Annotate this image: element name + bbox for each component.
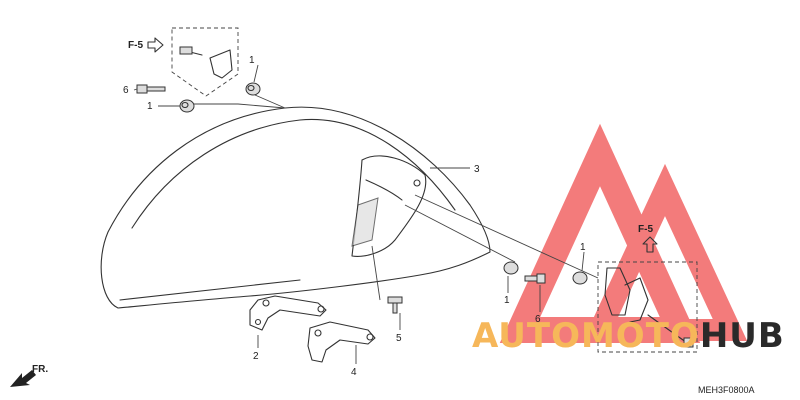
callout-5: 5 bbox=[396, 333, 402, 344]
ref-box-right bbox=[597, 261, 698, 353]
front-marker: FR. bbox=[32, 364, 48, 375]
watermark-text: AUTOMOTOHUB bbox=[472, 316, 785, 356]
front-arrow-icon bbox=[10, 370, 36, 387]
callout-1d: 1 bbox=[580, 242, 586, 253]
automotohub-logo-icon bbox=[499, 123, 748, 343]
watermark-text-hub: HUB bbox=[700, 316, 785, 356]
diagram-code: MEH3F0800A bbox=[698, 385, 755, 395]
ref-box-top bbox=[171, 27, 239, 97]
callout-6b: 6 bbox=[535, 314, 541, 325]
callout-3: 3 bbox=[474, 164, 480, 175]
bracket-2 bbox=[249, 295, 327, 331]
screw-5 bbox=[387, 296, 403, 314]
bolt-6b bbox=[524, 273, 546, 284]
callout-1a: 1 bbox=[249, 55, 255, 66]
watermark-text-auto: AUTOMOTO bbox=[472, 316, 700, 356]
callout-6a: 6 bbox=[123, 85, 129, 96]
front-fender bbox=[100, 106, 491, 309]
callout-1b: 1 bbox=[147, 101, 153, 112]
grommet-1c bbox=[503, 261, 519, 275]
bolt-6a bbox=[136, 84, 166, 94]
leader-lines bbox=[133, 64, 599, 364]
grommet-1d bbox=[572, 271, 588, 285]
ref-f5-top: F-5 bbox=[128, 40, 143, 51]
callout-2: 2 bbox=[253, 351, 259, 362]
callout-4: 4 bbox=[351, 367, 357, 378]
f5-arrow-top-icon bbox=[147, 37, 164, 53]
callout-1c: 1 bbox=[504, 295, 510, 306]
grommet-1a bbox=[245, 82, 261, 96]
f5-arrow-right-icon bbox=[642, 236, 658, 253]
bracket-4 bbox=[307, 321, 376, 363]
ref-f5-right: F-5 bbox=[638, 224, 653, 235]
grommet-1b bbox=[179, 99, 195, 113]
